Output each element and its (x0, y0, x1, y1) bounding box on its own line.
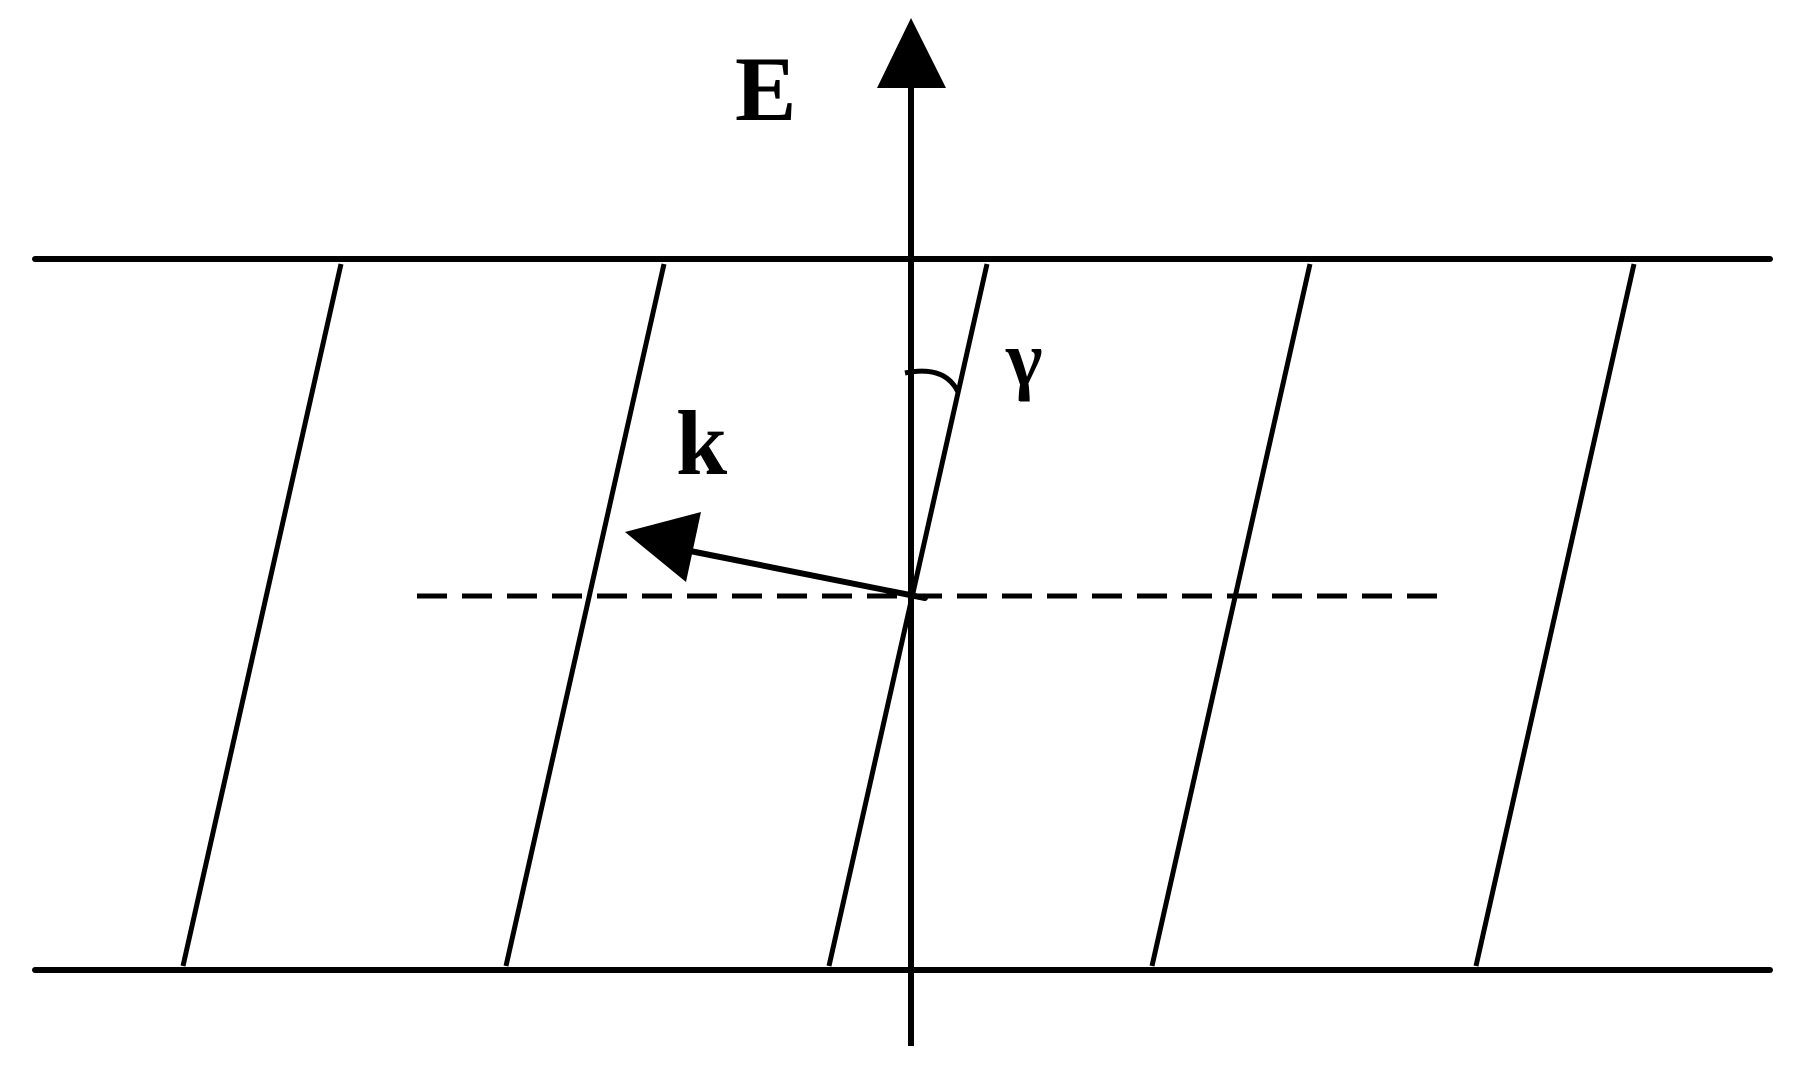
k-vector-shaft (687, 548, 928, 601)
grating-fringe-5 (1473, 263, 1637, 967)
grating-fringe-4 (1149, 263, 1313, 967)
e-field-label: E (735, 38, 796, 140)
k-vector-label: k (676, 392, 728, 494)
grating-fringe-2 (503, 263, 667, 967)
gamma-angle-arc (904, 368, 961, 394)
e-field-arrowhead (877, 18, 946, 88)
k-vector-arrowhead (625, 512, 701, 582)
grating-fringe-1 (180, 263, 344, 967)
gamma-angle-label: γ (1005, 315, 1043, 402)
